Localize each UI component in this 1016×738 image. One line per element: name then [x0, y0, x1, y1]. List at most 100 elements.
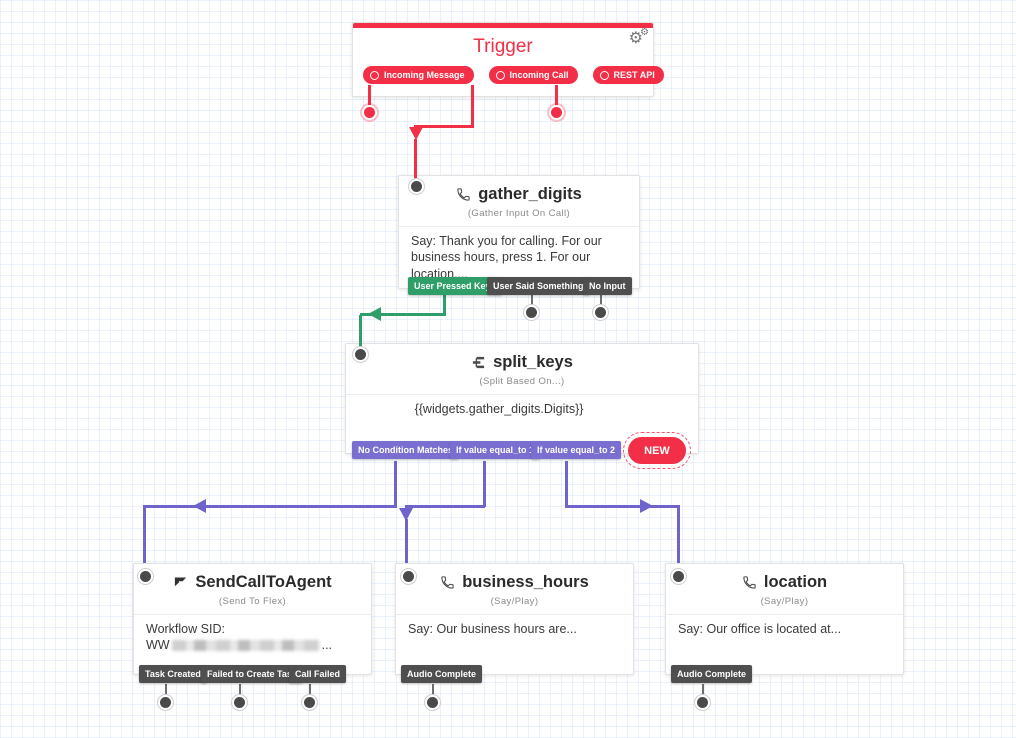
trigger-pill-incoming-call[interactable]: Incoming Call [488, 66, 578, 84]
input-port-dot[interactable] [140, 571, 151, 582]
widget-subtitle: (Split Based On...) [479, 376, 565, 387]
transition-tag-if-value-equal-to-2[interactable]: If value equal_to 2 [531, 441, 622, 459]
connector-line [483, 461, 486, 507]
trigger-pill-incoming-message[interactable]: Incoming Message [363, 66, 474, 84]
output-port-dot[interactable] [304, 697, 315, 708]
connector-line [143, 507, 146, 563]
output-port-dot[interactable] [364, 107, 375, 118]
connector-stub [600, 295, 602, 309]
divider [399, 226, 639, 227]
widget-gather-digits[interactable]: gather_digits (Gather Input On Call) Say… [398, 175, 640, 289]
divider [396, 614, 633, 615]
connector-arrow-right [640, 499, 653, 513]
workflow-sid-value: WW... [146, 638, 333, 653]
radio-circle-icon [370, 70, 379, 80]
connector-stub [702, 684, 704, 698]
output-port-dot[interactable] [427, 697, 438, 708]
widget-subtitle: (Send To Flex) [218, 596, 287, 607]
output-port-dot[interactable] [551, 107, 562, 118]
trigger-pill-rest-api[interactable]: REST API [592, 66, 664, 84]
input-port-dot[interactable] [411, 181, 422, 192]
connector-stub [239, 684, 241, 698]
widget-send-call-to-agent[interactable]: SendCallToAgent (Send To Flex) Workflow … [133, 563, 372, 675]
widget-title: SendCallToAgent [195, 573, 332, 591]
transition-tag-failed-to-create-task[interactable]: Failed to Create Task [201, 665, 303, 683]
radio-circle-icon [599, 70, 609, 80]
transition-tag-user-said-something[interactable]: User Said Something [487, 277, 590, 295]
transition-tag-if-value-equal-to-1[interactable]: If value equal_to 1 [450, 441, 541, 459]
widget-title: split_keys [493, 353, 573, 371]
connector-line [405, 519, 408, 563]
connector-line [394, 461, 397, 508]
connector-arrow-down [399, 508, 413, 521]
transition-tag-audio-complete[interactable]: Audio Complete [671, 665, 752, 683]
transition-tag-no-input[interactable]: No Input [583, 277, 632, 295]
connector-line [443, 294, 446, 316]
workflow-sid-label: Workflow SID: [146, 622, 225, 636]
redacted-sid-blur [171, 640, 320, 652]
transition-tag-call-failed[interactable]: Call Failed [289, 665, 347, 683]
widget-body-text: {{widgets.gather_digits.Digits}} [414, 402, 584, 416]
connector-line [471, 85, 474, 127]
phone-icon [456, 187, 471, 202]
connector-line [414, 125, 474, 128]
widget-body-text: Say: Thank you for calling. For our busi… [411, 234, 602, 281]
widget-business-hours[interactable]: business_hours (Say/Play) Say: Our busin… [395, 563, 634, 675]
output-port-dot[interactable] [160, 697, 171, 708]
widget-subtitle: (Say/Play) [760, 596, 809, 607]
widget-title: business_hours [462, 573, 589, 591]
trigger-widget[interactable]: ⚙⚙ Trigger Incoming Message Incoming Cal… [352, 22, 664, 97]
transition-tag-audio-complete[interactable]: Audio Complete [401, 665, 482, 683]
widget-title-row: split_keys [346, 353, 698, 372]
trigger-title: Trigger [473, 36, 533, 57]
output-port-dot[interactable] [697, 697, 708, 708]
output-port-dot[interactable] [526, 307, 537, 318]
widget-subtitle: (Gather Input On Call) [467, 208, 571, 219]
connector-stub [432, 684, 434, 698]
gear-icon[interactable]: ⚙⚙ [628, 27, 649, 47]
divider [346, 394, 698, 395]
connector-arrow-left [368, 307, 381, 321]
transition-tag-user-pressed-keys[interactable]: User Pressed Keys [408, 277, 502, 295]
input-port-dot[interactable] [673, 571, 684, 582]
output-port-dot[interactable] [595, 307, 606, 318]
new-transition-button[interactable]: NEW [623, 432, 691, 469]
connector-line [565, 461, 568, 507]
radio-circle-icon [495, 70, 505, 80]
connector-stub [309, 684, 311, 698]
connector-line [360, 313, 446, 316]
transition-tag-no-condition-matches[interactable]: No Condition Matches [352, 441, 459, 459]
widget-location[interactable]: location (Say/Play) Say: Our office is l… [665, 563, 904, 675]
connector-line [359, 315, 362, 351]
connector-arrow-left [193, 499, 206, 513]
trigger-pill-row: Incoming Message Incoming Call REST API [353, 58, 664, 84]
connector-line [565, 505, 680, 508]
connector-line [405, 505, 485, 508]
phone-icon [440, 575, 455, 590]
widget-body-text: Say: Our business hours are... [408, 622, 577, 636]
phone-icon [742, 575, 757, 590]
connector-line [555, 85, 558, 108]
connector-line [677, 507, 680, 563]
split-icon [471, 355, 486, 370]
widget-title-row: gather_digits [399, 185, 639, 204]
widget-title-row: SendCallToAgent [134, 573, 371, 592]
input-port-dot[interactable] [355, 349, 366, 360]
widget-body-text: Say: Our office is located at... [678, 622, 842, 636]
output-port-dot[interactable] [234, 697, 245, 708]
connector-line [368, 85, 371, 108]
connector-line [143, 505, 396, 508]
widget-title-row: location [666, 573, 903, 592]
connector-line [414, 139, 417, 179]
widget-title: gather_digits [478, 185, 582, 203]
widget-subtitle: (Say/Play) [490, 596, 539, 607]
divider [666, 614, 903, 615]
widget-body-text: Workflow SID: WW... [134, 615, 371, 654]
transition-tag-task-created[interactable]: Task Created [139, 665, 207, 683]
connector-arrow-down [409, 127, 423, 140]
input-port-dot[interactable] [403, 571, 414, 582]
divider [134, 614, 371, 615]
connector-stub [531, 295, 533, 309]
new-button-dashed-halo [623, 432, 691, 469]
